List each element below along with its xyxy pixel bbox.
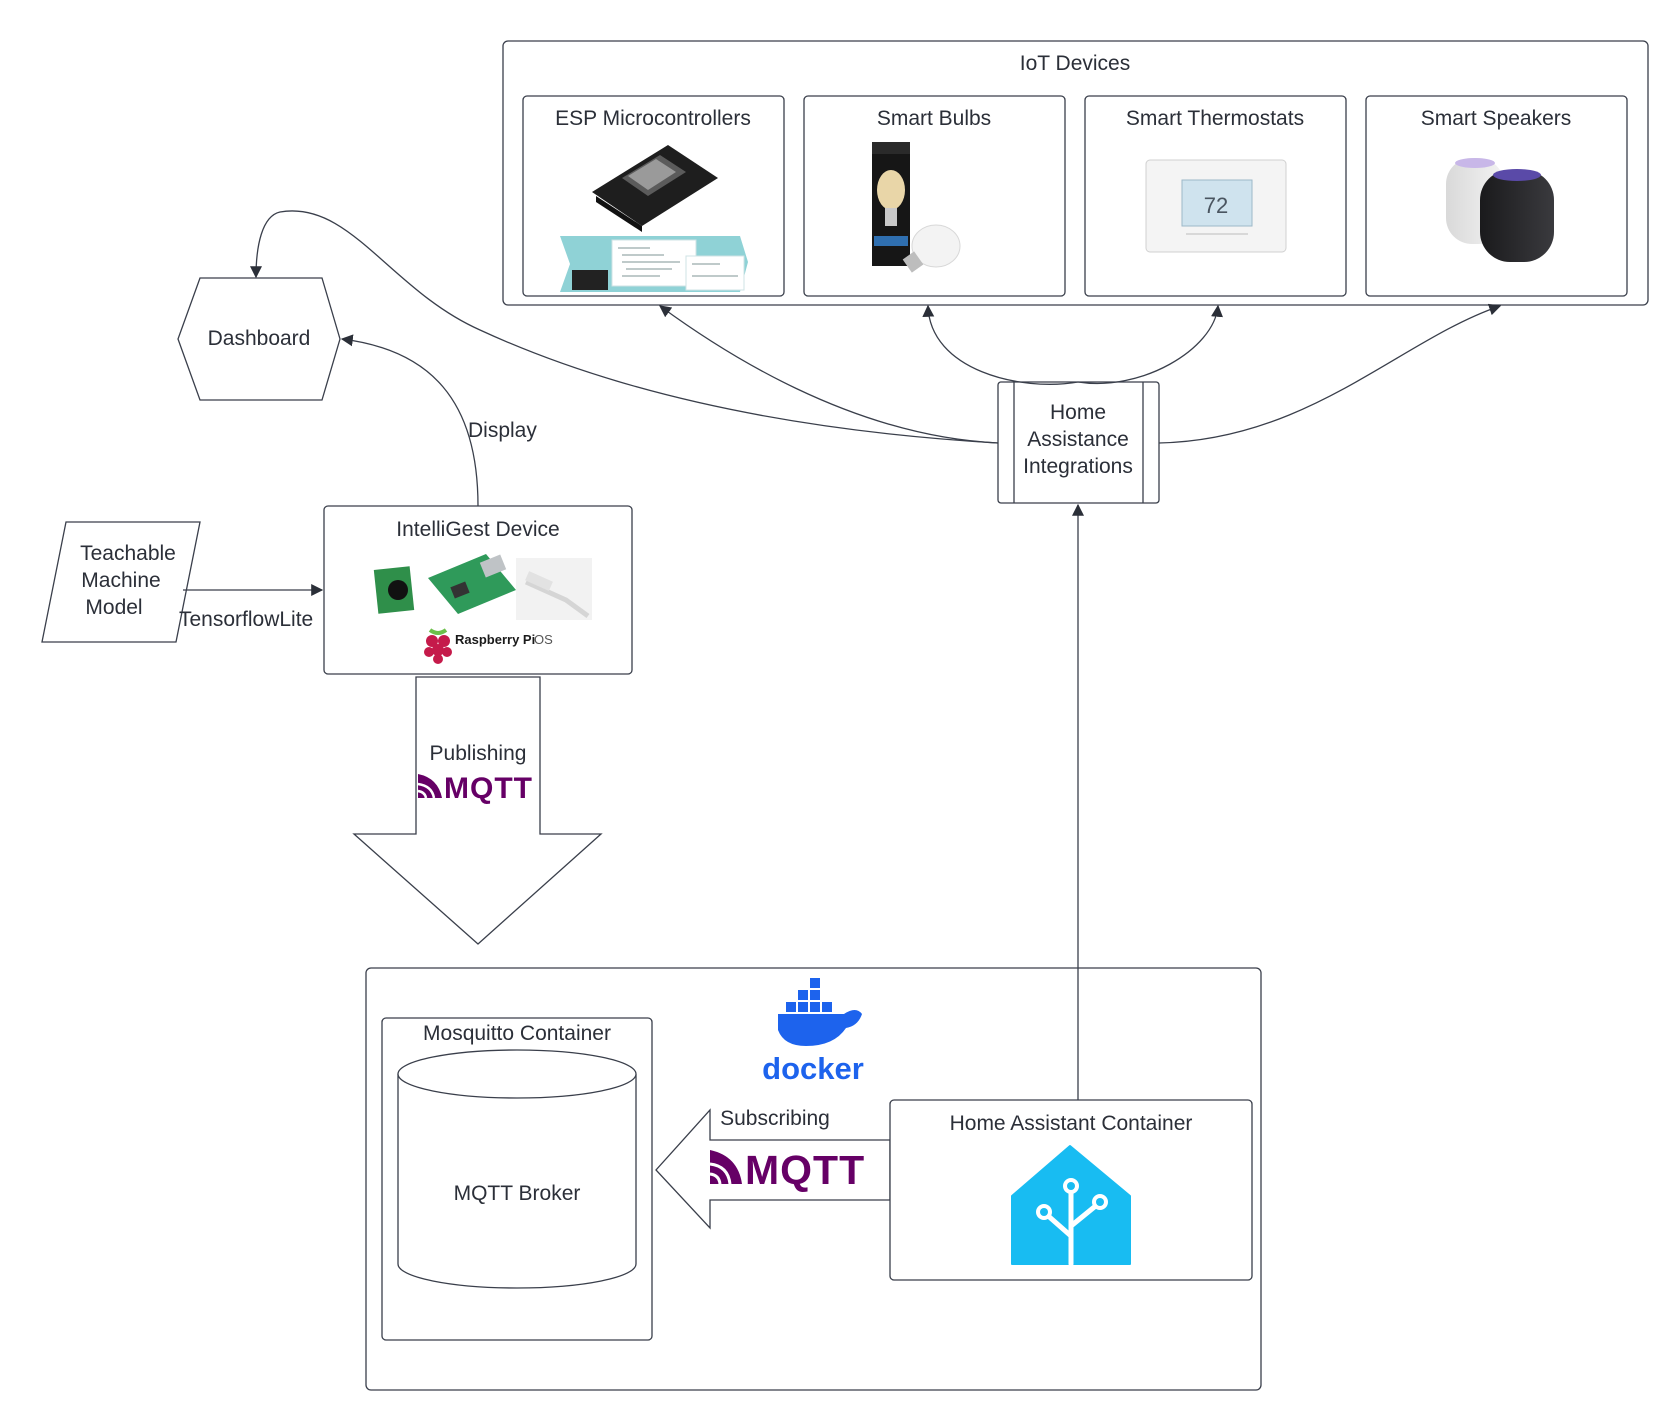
raspberry-pi-board-image: [428, 554, 516, 614]
raspberry-pi-os-suffix: OS: [534, 632, 553, 647]
connector-integrations-to-dashboard: [250, 210, 999, 444]
esp-label: ESP Microcontrollers: [555, 107, 751, 130]
connectors: [183, 210, 1502, 1100]
connector-integrations-to-speakers: [1158, 303, 1502, 444]
mqtt-logo-subscribing: MQTT: [709, 1147, 865, 1193]
docker-wordmark: docker: [762, 1051, 864, 1086]
integrations-line-1: Home: [1050, 401, 1106, 424]
mosquitto-title: Mosquitto Container: [423, 1022, 611, 1045]
mqtt-logo-publishing: MQTT: [417, 772, 533, 805]
teachable-line-3: Model: [85, 596, 142, 619]
intelligest-title: IntelliGest Device: [396, 518, 559, 541]
iot-devices-title: IoT Devices: [1020, 52, 1131, 75]
thermostat-display-reading: 72: [1204, 193, 1228, 218]
connector-integrations-to-thermostats: [1077, 304, 1223, 385]
docker-whale-logo: [778, 978, 862, 1046]
home-assistant-title: Home Assistant Container: [950, 1112, 1193, 1135]
raspberry-pi-logo: [424, 628, 452, 664]
publishing-arrow: Publishing MQTT: [352, 676, 603, 945]
subscribing-arrow: Subscribing MQTT: [655, 1107, 891, 1230]
home-assistant-logo: [1011, 1145, 1131, 1267]
smart-thermostats-label: Smart Thermostats: [1126, 107, 1304, 130]
esp32-board-image: [592, 145, 718, 232]
mqtt-text-publishing: MQTT: [444, 772, 533, 805]
esphome-banner-image: [560, 236, 748, 292]
raspberry-pi-os-brand: Raspberry Pi: [455, 632, 535, 647]
esp-microcontrollers-node: ESP Microcontrollers: [522, 95, 785, 297]
tensorflowlite-label: TensorflowLite: [179, 608, 313, 631]
thermostat-image: 72: [1145, 159, 1287, 253]
integrations-line-3: Integrations: [1023, 455, 1133, 478]
integrations-line-2: Assistance: [1027, 428, 1129, 451]
iot-devices-group: IoT Devices ESP Microcontrollers: [502, 40, 1649, 306]
connector-intelligest-to-dashboard: [340, 334, 479, 507]
homepod-image: [1446, 158, 1554, 262]
smart-speakers-label: Smart Speakers: [1421, 107, 1572, 130]
dashboard-node: Dashboard: [177, 277, 341, 401]
mqtt-text-subscribing: MQTT: [745, 1147, 865, 1193]
dashboard-label: Dashboard: [208, 327, 311, 350]
intelligest-device-node: IntelliGest Device Raspberry Pi OS: [323, 505, 633, 675]
smart-thermostats-node: Smart Thermostats 72: [1084, 95, 1347, 297]
teachable-line-2: Machine: [81, 569, 160, 592]
smart-bulbs-node: Smart Bulbs: [803, 95, 1066, 297]
subscribing-label: Subscribing: [720, 1107, 830, 1130]
connector-integrations-to-esp: [659, 305, 999, 444]
integrations-node: Home Assistance Integrations: [997, 381, 1160, 504]
connector-integrations-to-bulbs: [922, 304, 1079, 385]
mqtt-broker-cylinder: MQTT Broker: [397, 1049, 637, 1289]
hue-bulb-image: [902, 224, 961, 273]
publishing-label: Publishing: [430, 742, 527, 765]
teachable-machine-node: Teachable Machine Model: [41, 521, 201, 643]
display-label: Display: [468, 419, 537, 442]
smart-bulbs-label: Smart Bulbs: [877, 107, 991, 130]
home-assistant-container: Home Assistant Container: [889, 1099, 1253, 1281]
mqtt-broker-label: MQTT Broker: [454, 1182, 581, 1205]
sensor-cable-image: [516, 558, 592, 620]
smart-speakers-node: Smart Speakers: [1365, 95, 1628, 297]
mosquitto-container: Mosquitto Container MQTT Broker: [381, 1017, 653, 1341]
hue-bulb-box-image: [872, 142, 910, 266]
camera-module-image: [373, 566, 415, 614]
teachable-line-1: Teachable: [80, 542, 176, 565]
